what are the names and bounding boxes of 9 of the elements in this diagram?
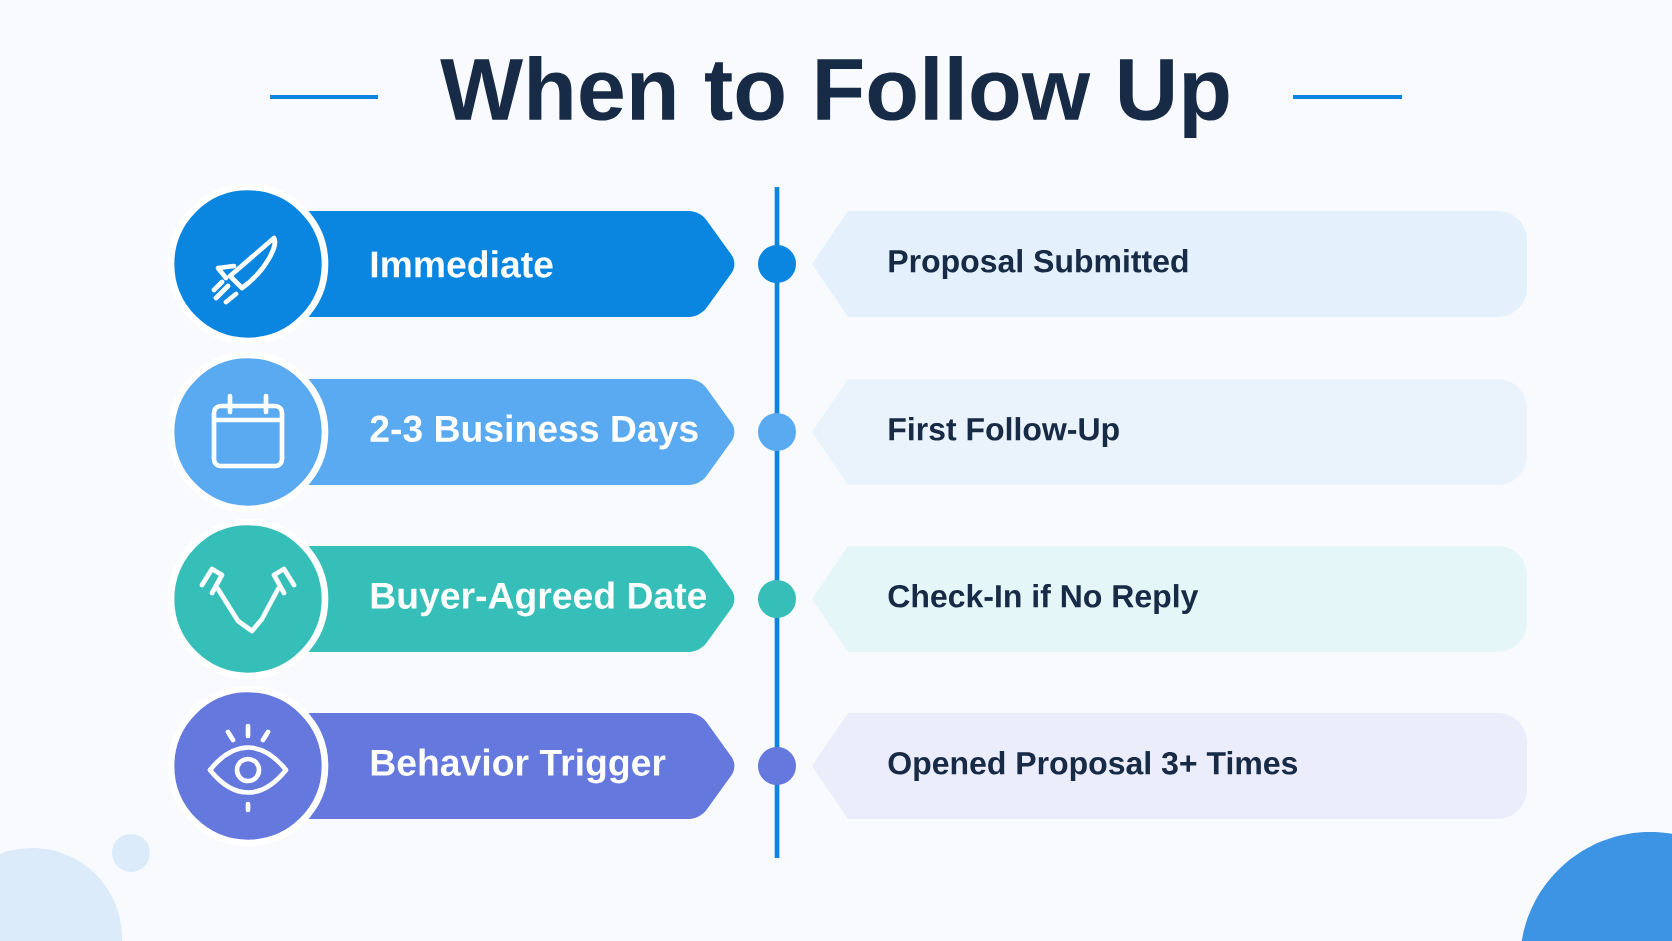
content-box: Proposal Submitted — [812, 211, 1527, 317]
content-box: First Follow-Up — [812, 379, 1527, 485]
content-box: Opened Proposal 3+ Times — [812, 713, 1527, 819]
node-label: Buyer-Agreed Date — [371, 581, 707, 617]
node-label: 2-3 Business Days — [370, 414, 698, 450]
node-label: Behavior Trigger — [371, 748, 666, 784]
node-label: Immediate — [371, 250, 553, 278]
content-box: Check-In if No Reply — [812, 546, 1527, 652]
title: When to Follow Up — [440, 56, 1229, 138]
